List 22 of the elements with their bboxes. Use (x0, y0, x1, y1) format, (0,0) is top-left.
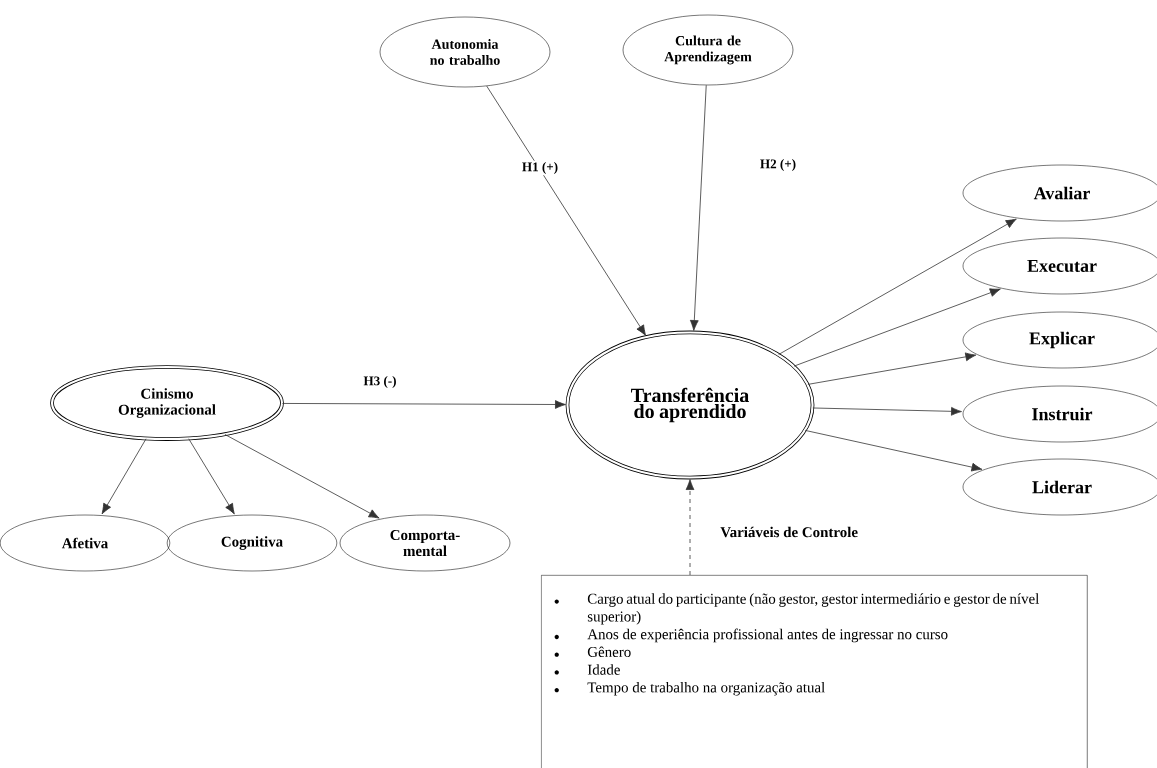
arrow (689, 84, 707, 331)
control-variables-box (541, 575, 1088, 768)
arrow (793, 288, 1001, 367)
list-item: Cargo atual do participante (não gestor, gestor intermediário e gestor de nível superior) (587, 593, 1040, 625)
arrow (804, 430, 983, 472)
edge-label: H1 (+) (520, 160, 560, 176)
box-heading: Variáveis de Controle (720, 526, 858, 538)
list-item: Gênero (587, 646, 631, 657)
arrow (812, 407, 962, 416)
arrow (188, 438, 235, 515)
edge-label: H3 (-) (362, 374, 398, 390)
arrow (486, 85, 647, 336)
arrow (807, 352, 977, 385)
dashed-arrow (685, 479, 695, 576)
arrow (224, 434, 380, 519)
list-item: Anos de experiência profissional antes de ingressar no curso (587, 628, 948, 643)
edge-label: H2 (+) (758, 157, 798, 173)
arrow (282, 400, 566, 409)
list-item: Idade (587, 664, 620, 675)
arrow (778, 218, 1017, 355)
list-item: Tempo de trabalho na organização atual (587, 681, 825, 696)
arrow (101, 438, 147, 515)
